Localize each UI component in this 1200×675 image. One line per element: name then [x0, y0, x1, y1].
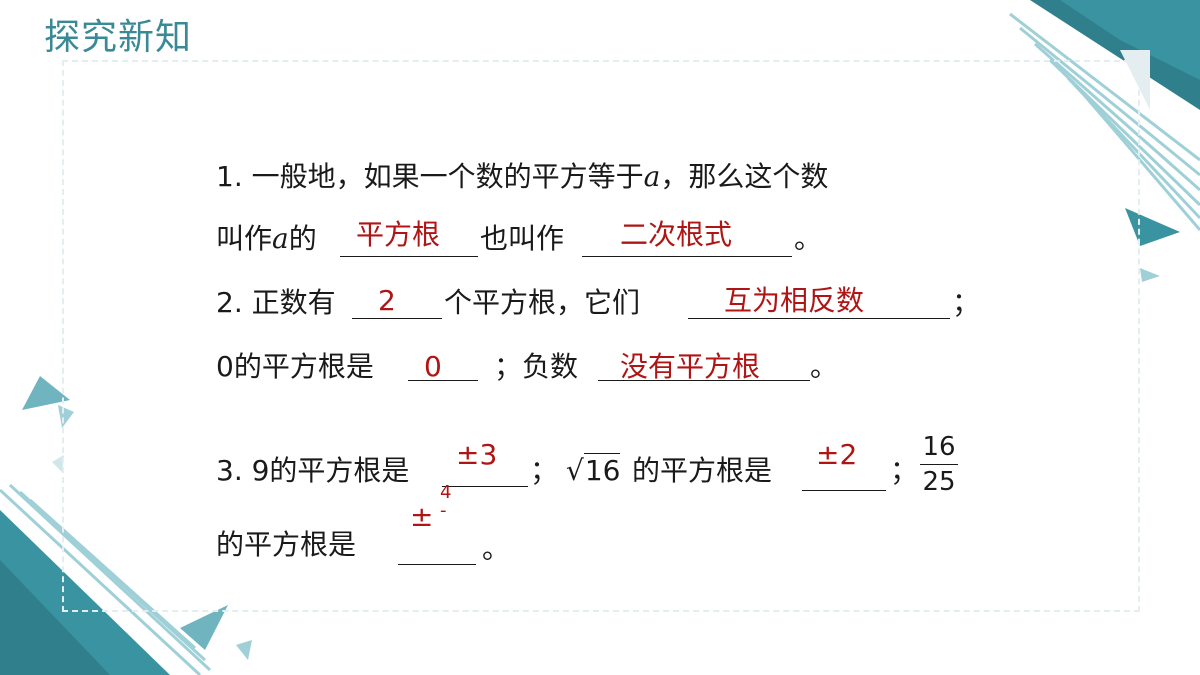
q2-blank-3 — [408, 380, 478, 381]
q3-blank-2 — [802, 490, 886, 491]
q3-semicolon-1: ； — [530, 454, 559, 487]
q1-answer-1: 平方根 — [356, 218, 441, 251]
q3-text-nine: 3. 9的平方根是 — [216, 454, 410, 487]
q2-answer-4: 没有平方根 — [620, 350, 761, 383]
q3-fraction-numerator: 16 — [922, 432, 956, 462]
page-title: 探究新知 — [44, 17, 193, 58]
q2-blank-1 — [352, 318, 442, 319]
q1-line2-start: 叫作a的 — [216, 222, 317, 256]
q3-text-sqrt-root: 的平方根是 — [632, 454, 773, 487]
q3-answer-1: ±3 — [456, 438, 498, 471]
q3-fraction-denominator: 25 — [922, 467, 956, 497]
q2-text-fushu: ；负数 — [494, 350, 579, 383]
q3-fraction: 16 25 — [920, 432, 958, 497]
content-frame — [62, 60, 1140, 612]
q3-answer-3-bar: - — [440, 500, 447, 521]
q2-blank-4 — [598, 380, 810, 381]
q2-text-geping: 个平方根，它们 — [444, 286, 641, 319]
q3-answer-2: ±2 — [816, 438, 858, 471]
q2-semicolon: ； — [952, 286, 981, 319]
q1-var-a2: a — [272, 222, 289, 255]
q3-blank-1 — [442, 486, 528, 487]
q3-blank-3 — [398, 564, 476, 565]
q1-text-de: 的 — [288, 222, 317, 255]
q1-period: 。 — [794, 222, 823, 255]
q3-text-root: 的平方根是 — [216, 528, 357, 561]
q3-fraction-bar — [920, 464, 958, 465]
q3-sqrt-number: 16 — [583, 453, 621, 487]
q3-answer-3-numerator: 4 — [440, 482, 452, 503]
q2-blank-2 — [688, 318, 950, 319]
q2-text-zero: 0的平方根是 — [216, 350, 374, 383]
radical-icon: √ — [566, 454, 584, 487]
q1-text-yejiaozuo: 也叫作 — [480, 222, 565, 255]
q2-answer-1: 2 — [378, 284, 396, 317]
q2-answer-2: 互为相反数 — [724, 284, 865, 317]
q1-blank-2 — [582, 256, 792, 257]
q1-answer-2: 二次根式 — [620, 218, 733, 251]
q2-period: 。 — [810, 350, 839, 383]
q1-text-jiaozuo: 叫作 — [216, 222, 273, 255]
q3-answer-3-pm: ± — [410, 500, 434, 533]
q3-semicolon-2: ； — [890, 454, 919, 487]
q1-blank-1 — [340, 256, 478, 257]
q3-sqrt-expression: √16 — [566, 453, 621, 488]
q2-text-zhengshuyou: 2. 正数有 — [216, 286, 336, 319]
q1-text-suffix: ，那么这个数 — [660, 160, 829, 193]
q1-text-prefix: 1. 一般地，如果一个数的平方等于 — [216, 160, 644, 193]
q1-line1: 1. 一般地，如果一个数的平方等于a，那么这个数 — [216, 160, 828, 194]
q1-var-a: a — [643, 160, 661, 193]
q2-answer-3: 0 — [424, 350, 442, 383]
q3-period: 。 — [482, 532, 511, 565]
